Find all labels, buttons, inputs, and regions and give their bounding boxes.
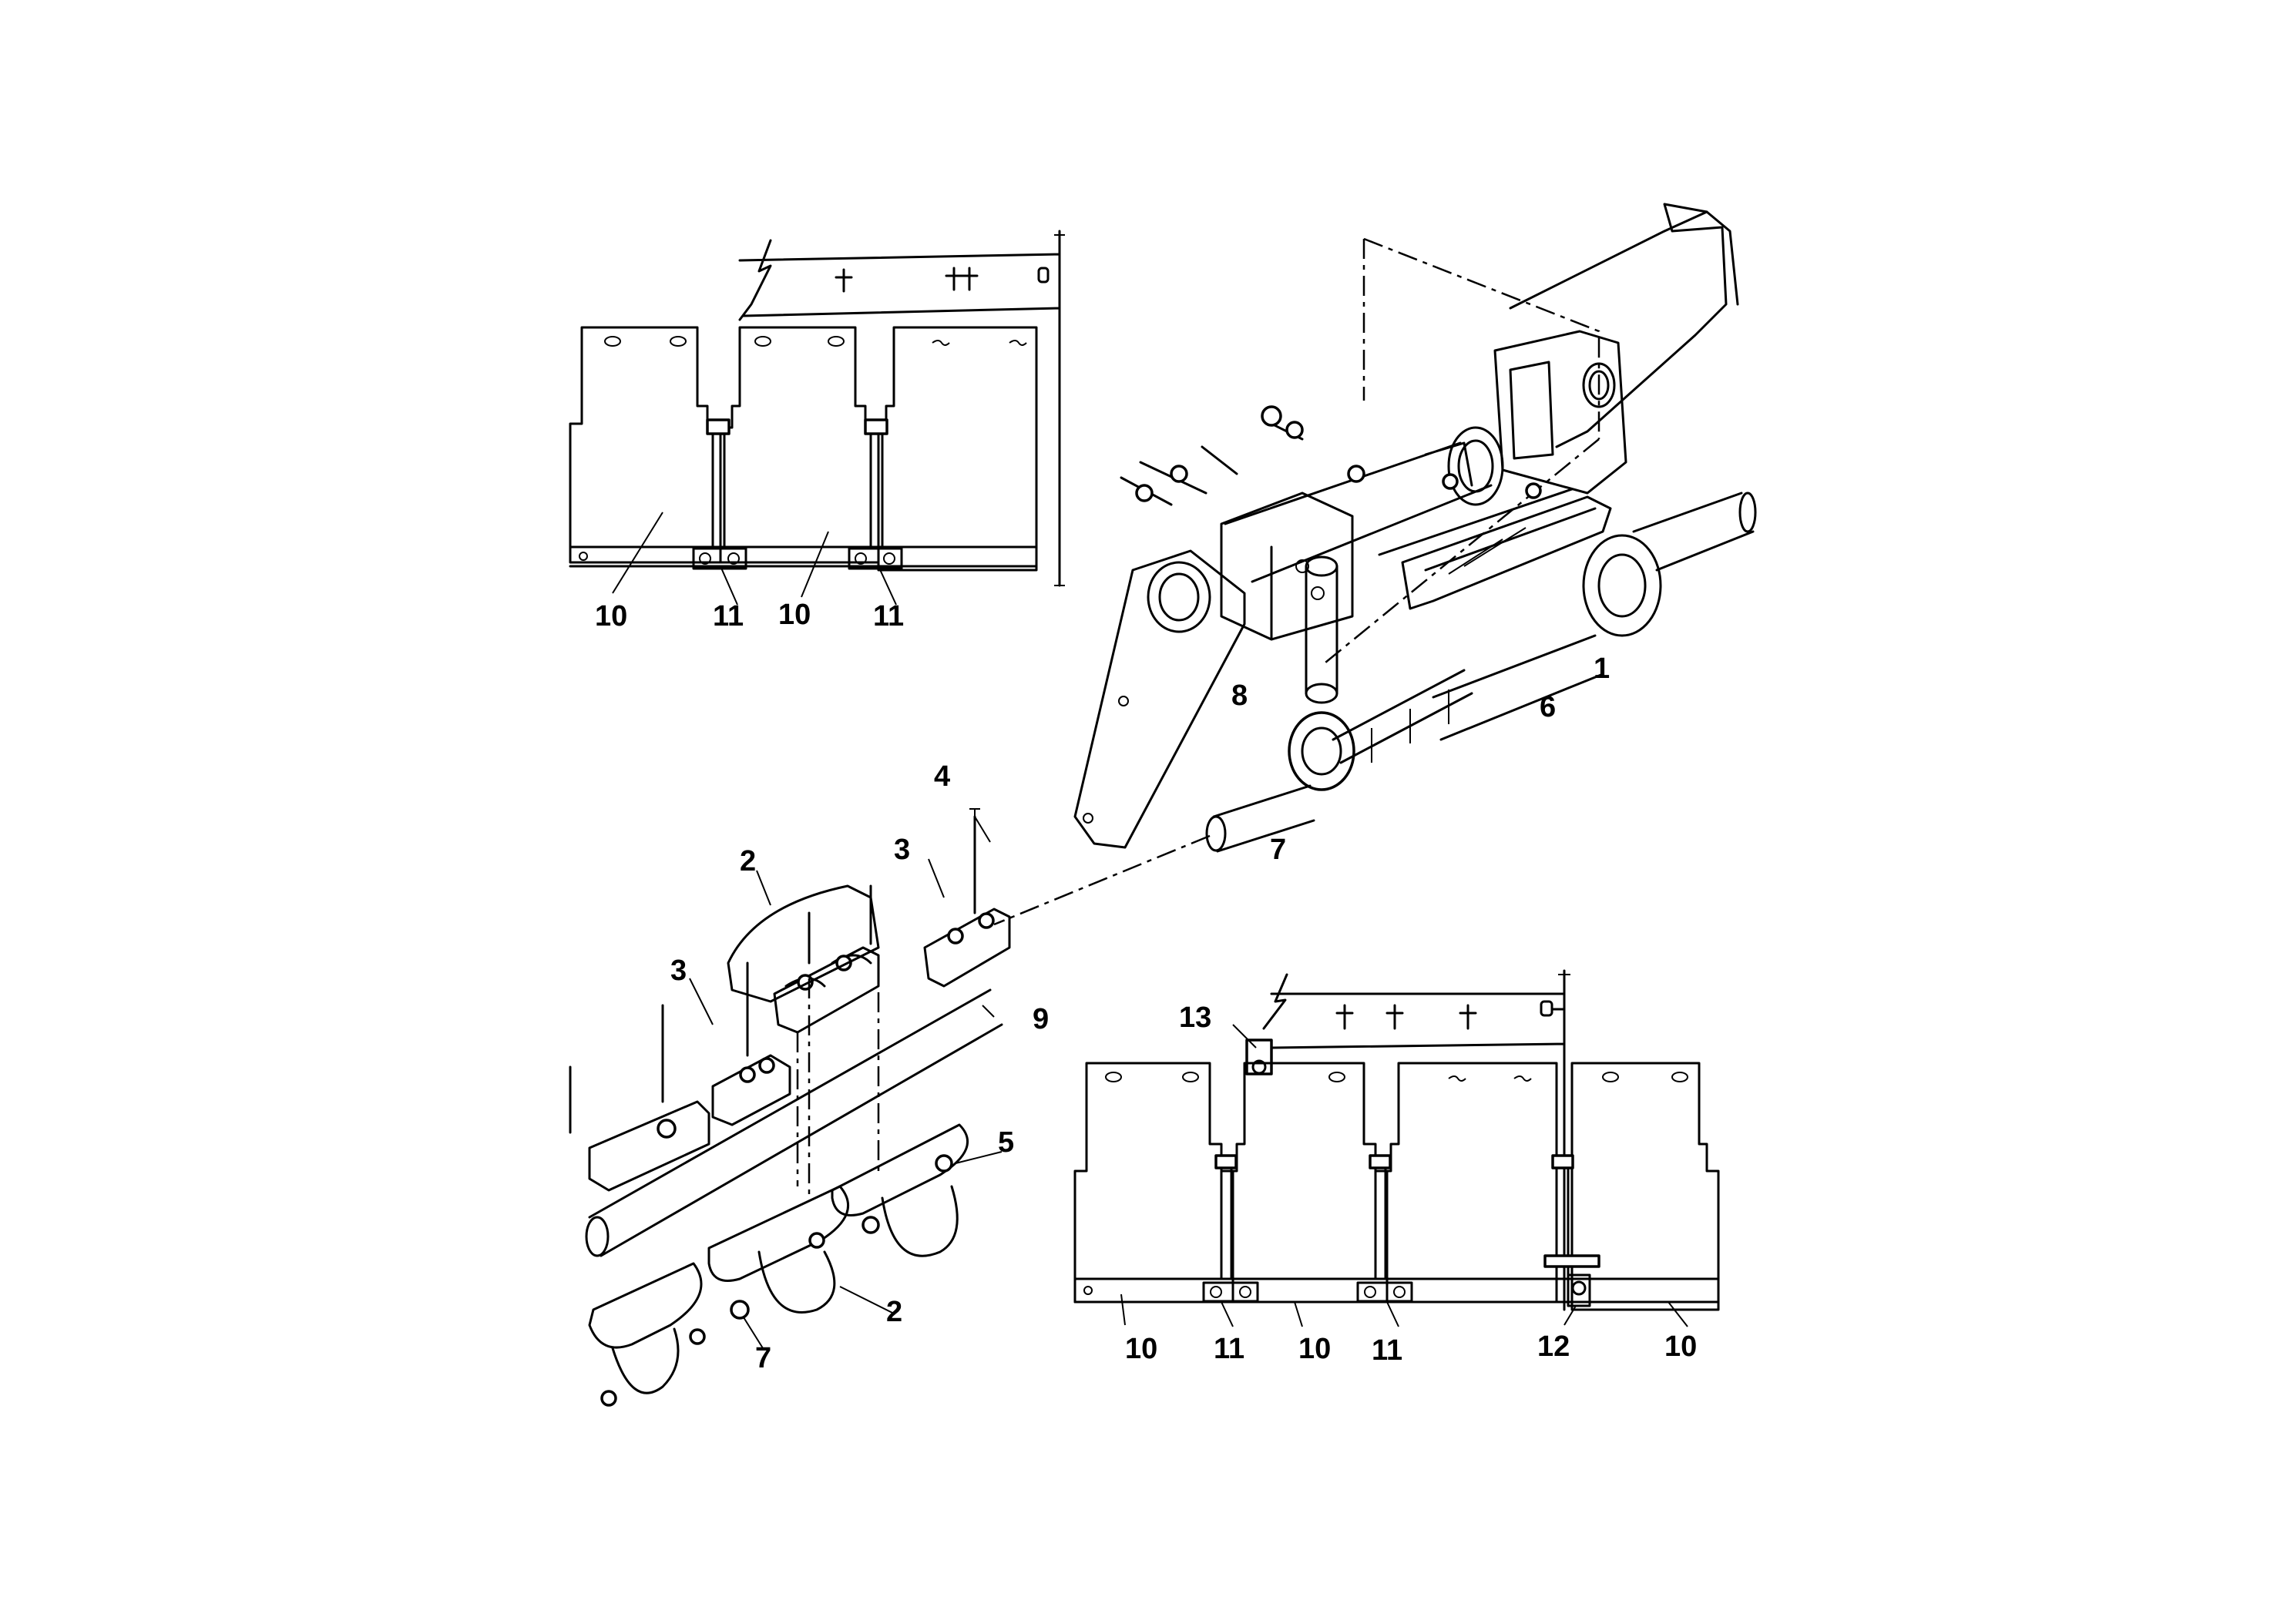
damper-cylinder <box>1305 565 1338 695</box>
auger-flight-b <box>707 1185 849 1282</box>
shield-panel-3 <box>1385 1062 1558 1304</box>
callout-9: 9 <box>1033 1003 1049 1035</box>
callout-11: 11 <box>713 600 744 632</box>
bearing-half-upper-b <box>923 908 1011 988</box>
callout-10: 10 <box>1664 1330 1697 1363</box>
gearbox-housing <box>1493 330 1627 495</box>
callout-10: 10 <box>1125 1333 1157 1365</box>
shield-assembly-bottom-right <box>1073 969 1720 1327</box>
latch-12 <box>1543 1254 1600 1307</box>
callout-3: 3 <box>670 955 687 987</box>
auger-assembly <box>569 808 1011 1407</box>
auger-shaft <box>588 988 1003 1257</box>
shield-assembly-top-left <box>569 230 1065 606</box>
spring-clip <box>1378 488 1612 610</box>
callout-12: 12 <box>1537 1330 1570 1363</box>
callout-5: 5 <box>998 1126 1014 1159</box>
frame-rail <box>1262 969 1566 1311</box>
callout-11: 11 <box>1214 1333 1244 1365</box>
upper-housing <box>727 884 880 1003</box>
gearbox-tube <box>1509 203 1728 448</box>
clamp-11-a <box>692 547 747 570</box>
callout-10: 10 <box>778 599 811 631</box>
shield-panel-1 <box>569 326 722 564</box>
clamp-11-b <box>848 547 903 570</box>
main-tube <box>1224 441 1493 583</box>
callout-10: 10 <box>595 600 627 632</box>
bolt-4 <box>969 808 980 871</box>
bearing-half-lower-b <box>588 1100 710 1192</box>
callout-13: 13 <box>1179 1002 1211 1034</box>
bottom-strip <box>569 545 1038 568</box>
callout-11: 11 <box>873 600 904 632</box>
drive-shaft <box>1632 492 1755 572</box>
callout-6: 6 <box>1540 691 1556 723</box>
clip-13 <box>1245 1038 1273 1075</box>
callout-2: 2 <box>740 845 756 877</box>
shield-panel-2 <box>719 326 880 564</box>
shield-panel-2 <box>1231 1062 1389 1304</box>
bearing-half-lower-a <box>711 1054 791 1126</box>
shield-panel-3 <box>877 326 1038 572</box>
shaft-7 <box>1212 784 1315 853</box>
drive-assembly <box>993 203 1757 926</box>
callout-8: 8 <box>1231 679 1248 712</box>
callout-7: 7 <box>755 1342 771 1374</box>
arm-housing <box>1220 492 1354 641</box>
auger-flight-a <box>588 1262 703 1349</box>
callout-2: 2 <box>886 1296 902 1328</box>
nut-7 <box>730 1300 750 1320</box>
callout-labels: 1 6 8 7 4 2 3 3 9 5 2 7 10 11 10 11 13 1… <box>595 599 1697 1374</box>
callout-3: 3 <box>894 834 910 866</box>
frame-marks <box>835 267 979 293</box>
nut-5 <box>935 1154 953 1173</box>
callout-11: 11 <box>1372 1334 1402 1367</box>
shield-panel-1 <box>1073 1062 1234 1304</box>
hanger-rods <box>711 418 884 549</box>
clamp-11-a <box>1202 1281 1259 1303</box>
auger-flight-c <box>831 1123 969 1216</box>
callout-10: 10 <box>1298 1333 1331 1365</box>
frame-rail <box>738 230 1061 587</box>
callout-7: 7 <box>1270 834 1286 866</box>
clamp-11-b <box>1356 1281 1413 1303</box>
shield-panel-4 <box>1570 1062 1720 1311</box>
callout-4: 4 <box>934 760 950 793</box>
callout-1: 1 <box>1594 653 1610 685</box>
drive-arm-plate <box>1073 549 1246 849</box>
bearing-half-upper-a <box>773 946 880 1034</box>
